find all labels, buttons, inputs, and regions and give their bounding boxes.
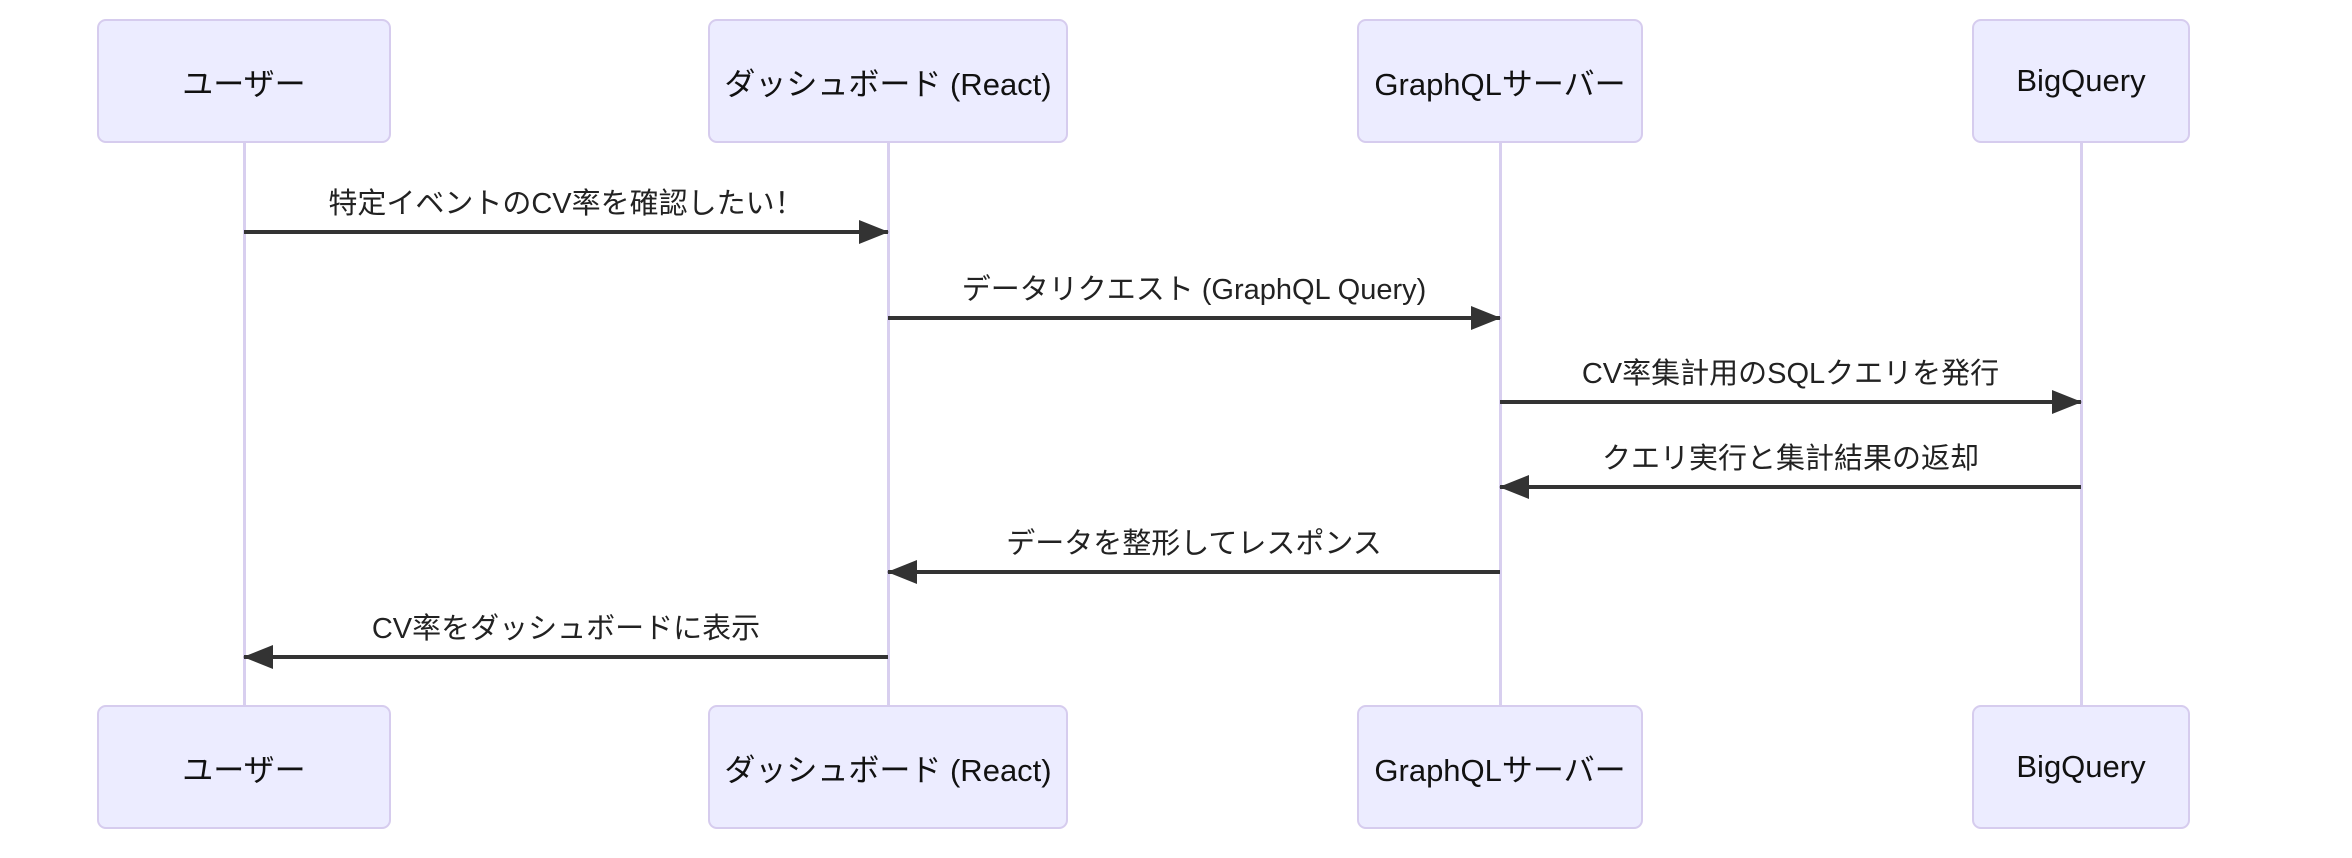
- actor-top-dashboard: ダッシュボード (React): [708, 19, 1068, 143]
- message-graphql-to-bigquery: CV率集計用のSQLクエリを発行: [1500, 352, 2082, 414]
- message-graphql-to-dashboard: データを整形してレスポンス: [887, 522, 1500, 584]
- actor-bottom-graphql: GraphQLサーバー: [1357, 705, 1643, 829]
- arrowhead-left-icon: [1499, 475, 1529, 499]
- actor-label: ユーザー: [182, 752, 306, 788]
- arrowhead-right-icon: [1471, 306, 1501, 330]
- message-label: 特定イベントのCV率を確認したい！: [328, 188, 804, 220]
- lifeline-bigquery: [2080, 143, 2083, 705]
- actor-bottom-dashboard: ダッシュボード (React): [708, 705, 1068, 829]
- lifeline-user: [243, 143, 246, 705]
- message-label: データリクエスト (GraphQL Query): [961, 274, 1427, 306]
- actor-top-graphql: GraphQLサーバー: [1357, 19, 1643, 143]
- message-user-to-dashboard: 特定イベントのCV率を確認したい！: [244, 182, 889, 244]
- message-label: データを整形してレスポンス: [1006, 528, 1382, 560]
- arrowhead-left-icon: [887, 560, 917, 584]
- actor-label: ユーザー: [182, 66, 306, 102]
- message-arrow-line: [1500, 400, 2081, 404]
- message-arrow-line: [888, 316, 1500, 320]
- actor-top-bigquery: BigQuery: [1972, 19, 2190, 143]
- message-arrow-line: [888, 570, 1500, 574]
- lifeline-graphql: [1499, 143, 1502, 705]
- actor-bottom-user: ユーザー: [97, 705, 391, 829]
- message-label: CV率集計用のSQLクエリを発行: [1581, 358, 2000, 390]
- message-arrow-line: [244, 230, 888, 234]
- lifeline-dashboard: [887, 143, 890, 705]
- arrowhead-left-icon: [243, 645, 273, 669]
- message-dashboard-to-user: CV率をダッシュボードに表示: [243, 607, 888, 669]
- message-arrow-line: [244, 655, 888, 659]
- message-dashboard-to-graphql: データリクエスト (GraphQL Query): [888, 268, 1501, 330]
- message-arrow-line: [1500, 485, 2081, 489]
- actor-label: GraphQLサーバー: [1374, 66, 1626, 102]
- actor-label: GraphQLサーバー: [1374, 752, 1626, 788]
- arrowhead-right-icon: [859, 220, 889, 244]
- arrowhead-right-icon: [2052, 390, 2082, 414]
- message-bigquery-to-graphql: クエリ実行と集計結果の返却: [1499, 437, 2081, 499]
- message-label: CV率をダッシュボードに表示: [371, 613, 761, 645]
- actor-label: ダッシュボード (React): [724, 66, 1052, 102]
- actor-bottom-bigquery: BigQuery: [1972, 705, 2190, 829]
- message-label: クエリ実行と集計結果の返却: [1601, 443, 1979, 475]
- actor-label: BigQuery: [2016, 749, 2146, 784]
- actor-label: ダッシュボード (React): [724, 752, 1052, 788]
- actor-label: BigQuery: [2016, 63, 2146, 98]
- actor-top-user: ユーザー: [97, 19, 391, 143]
